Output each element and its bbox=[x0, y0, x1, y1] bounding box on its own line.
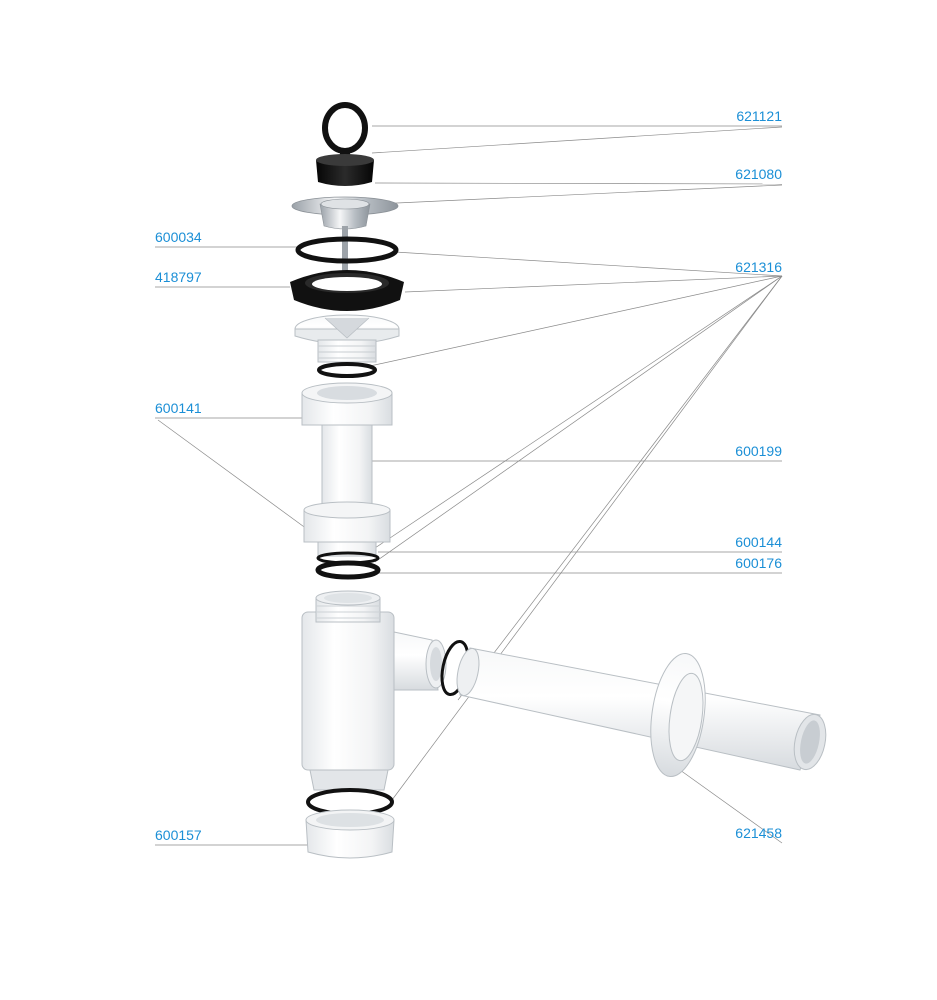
pull-ring bbox=[322, 102, 368, 158]
leader-621316-5 bbox=[374, 275, 783, 563]
chrome-grate bbox=[291, 196, 399, 274]
leader-621316-6 bbox=[457, 275, 783, 701]
label-621080: 621080 bbox=[735, 166, 782, 182]
rubber-plug bbox=[316, 154, 374, 186]
leader-621316-3 bbox=[369, 275, 783, 367]
label-600144: 600144 bbox=[735, 534, 782, 550]
outlet-flange bbox=[294, 314, 400, 363]
leader-lines bbox=[155, 125, 783, 846]
label-600199: 600199 bbox=[735, 443, 782, 459]
leader-621080-a bbox=[374, 182, 783, 185]
wall-pipe bbox=[456, 647, 827, 771]
label-600034: 600034 bbox=[155, 229, 202, 245]
label-621316: 621316 bbox=[735, 259, 782, 275]
leader-621316-1 bbox=[394, 251, 783, 277]
wall-rosette bbox=[650, 652, 706, 778]
o-ring-upper bbox=[317, 362, 377, 378]
label-418797: 418797 bbox=[155, 269, 202, 285]
part-number-labels: 621121 621080 600034 418797 621316 60014… bbox=[155, 108, 782, 843]
thick-gasket bbox=[290, 270, 404, 311]
leader-621316-7 bbox=[391, 275, 783, 801]
leader-621121-b bbox=[371, 126, 783, 154]
siphon-body bbox=[301, 590, 447, 791]
bottom-cup bbox=[305, 809, 395, 859]
leader-621316-2 bbox=[404, 275, 783, 293]
dip-tube bbox=[321, 424, 373, 516]
label-600157: 600157 bbox=[155, 827, 202, 843]
leader-621458 bbox=[679, 769, 783, 844]
leader-621080-b bbox=[374, 184, 783, 205]
thin-gasket bbox=[295, 236, 399, 264]
lower-nut bbox=[303, 501, 391, 557]
ring-600176 bbox=[315, 560, 381, 580]
leader-621316-4 bbox=[371, 275, 783, 551]
label-621458: 621458 bbox=[735, 825, 782, 841]
label-621121: 621121 bbox=[736, 108, 782, 124]
upper-nut bbox=[301, 382, 393, 426]
label-600176: 600176 bbox=[735, 555, 782, 571]
label-600141: 600141 bbox=[155, 400, 202, 416]
leader-600141-b bbox=[157, 419, 323, 541]
